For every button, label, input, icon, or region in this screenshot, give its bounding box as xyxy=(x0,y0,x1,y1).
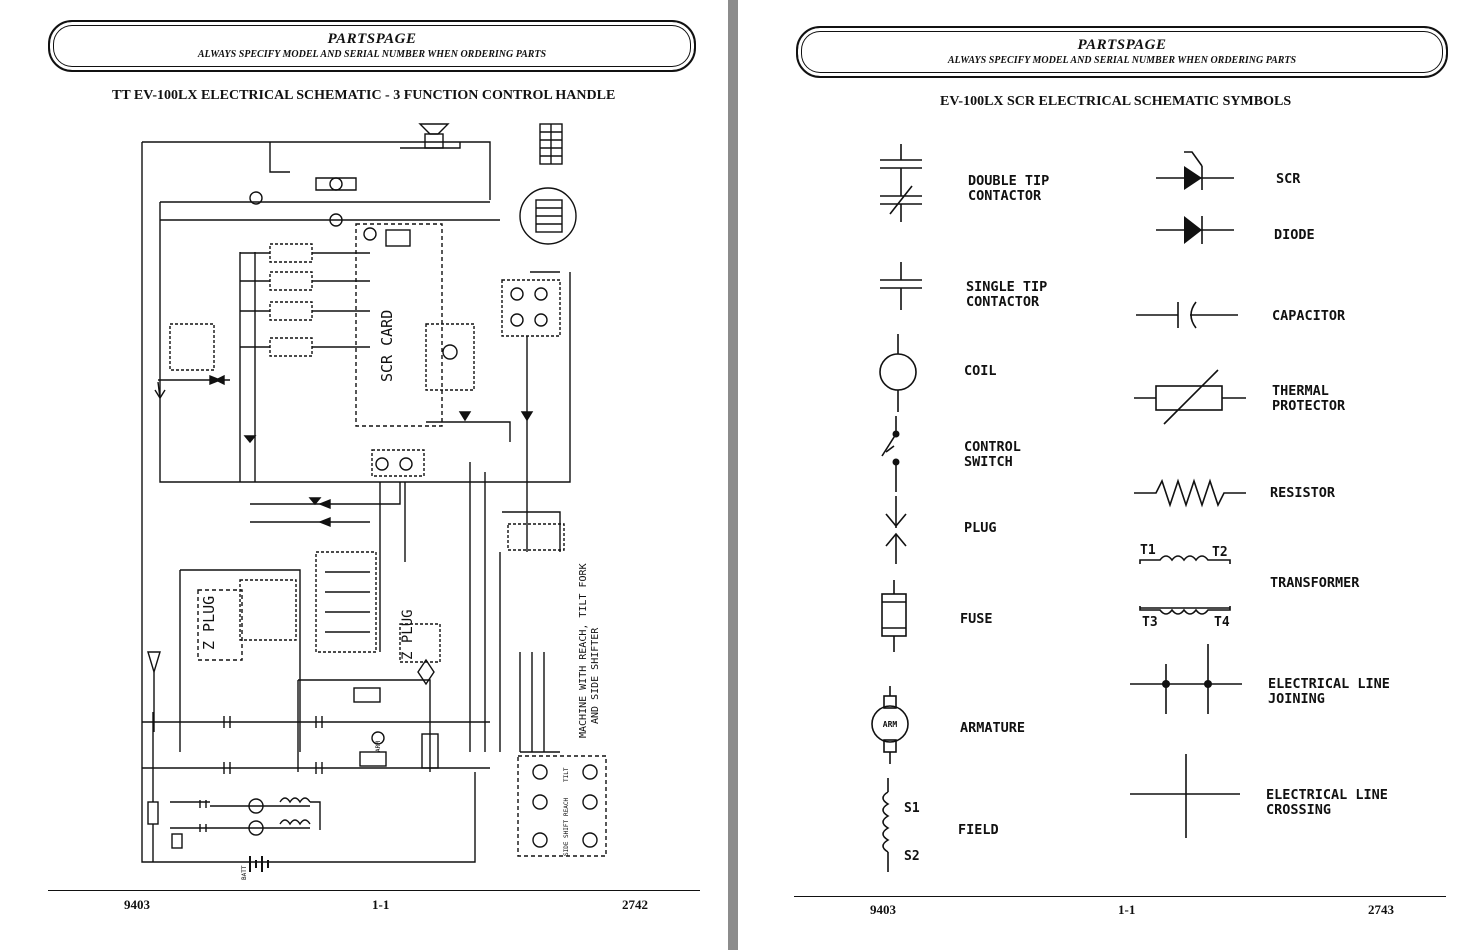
right-page: PARTSPAGE ALWAYS SPECIFY MODEL AND SERIA… xyxy=(738,0,1472,950)
coil-icon xyxy=(879,334,917,412)
side-shift-label: SIDE SHIFT xyxy=(563,819,570,856)
footer-left: 9403 xyxy=(124,897,150,912)
footer-left: 9403 xyxy=(870,902,896,917)
header-title: PARTSPAGE xyxy=(1077,37,1167,53)
electrical-line-crossing-icon xyxy=(1130,754,1240,838)
footer-rule xyxy=(48,890,700,891)
transformer-icon: T1 T2 T3 T4 xyxy=(1139,543,1231,630)
resistor-label: RESISTOR xyxy=(1270,485,1336,501)
field-s1-label: S1 xyxy=(904,801,920,816)
z-plug-left-label: Z PLUG xyxy=(200,596,218,650)
scr-label: SCR xyxy=(1276,171,1301,187)
reach-label: REACH xyxy=(563,798,570,816)
page-heading: EV-100LX SCR ELECTRICAL SCHEMATIC SYMBOL… xyxy=(940,94,1292,109)
fuse-label: FUSE xyxy=(960,611,993,627)
capacitor-icon xyxy=(1136,301,1238,329)
capacitor-label: CAPACITOR xyxy=(1272,308,1346,324)
coil-label: COIL xyxy=(964,363,997,379)
double-tip-contactor-label: DOUBLE TIP CONTACTOR xyxy=(968,173,1050,204)
parts-header-left: PARTSPAGE ALWAYS SPECIFY MODEL AND SERIA… xyxy=(48,20,696,72)
footer-right: 2743 xyxy=(1368,902,1394,917)
machine-note-line2: AND SIDE SHIFTER xyxy=(590,627,601,724)
field-label: FIELD xyxy=(958,822,999,838)
single-tip-contactor-icon xyxy=(880,262,922,310)
footer-center: 1-1 xyxy=(1118,902,1136,917)
diode-icon xyxy=(1156,216,1234,244)
machine-note-line1: MACHINE WITH REACH, TILT FORK xyxy=(578,563,589,738)
control-switch-icon xyxy=(881,416,900,492)
fuse-icon xyxy=(881,580,907,652)
plug-label: PLUG xyxy=(964,520,997,536)
left-page: PARTSPAGE ALWAYS SPECIFY MODEL AND SERIA… xyxy=(0,0,728,950)
transformer-t4-label: T4 xyxy=(1214,615,1230,630)
transformer-t3-label: T3 xyxy=(1142,615,1158,630)
control-switch-label: CONTROL SWITCH xyxy=(964,439,1021,470)
field-s2-label: S2 xyxy=(904,849,920,864)
diode-label: DIODE xyxy=(1274,227,1315,243)
arm-label: ARM xyxy=(375,741,382,752)
transformer-t1-label: T1 xyxy=(1140,543,1156,558)
footer-rule xyxy=(794,896,1446,897)
electrical-line-crossing-label: ELECTRICAL LINE CROSSING xyxy=(1266,787,1388,818)
footer-right: 2742 xyxy=(622,897,648,912)
tilt-label: TILT xyxy=(563,767,570,782)
scr-card-label: SCR CARD xyxy=(378,310,396,382)
field-icon: S1 S2 xyxy=(882,778,920,872)
transformer-t2-label: T2 xyxy=(1212,545,1228,560)
parts-header-right: PARTSPAGE ALWAYS SPECIFY MODEL AND SERIA… xyxy=(796,26,1448,78)
plug-icon xyxy=(885,496,907,564)
electrical-line-joining-icon xyxy=(1130,644,1242,714)
batt-label: BATT xyxy=(241,865,248,880)
footer-center: 1-1 xyxy=(372,897,390,912)
armature-icon: ARM xyxy=(871,686,909,764)
scr-icon xyxy=(1156,151,1234,190)
header-title: PARTSPAGE xyxy=(327,31,417,47)
electrical-schematic: SCR CARD Z PLUG Z PLUG MACHINE WITH REAC… xyxy=(141,123,607,880)
z-plug-right-label: Z PLUG xyxy=(400,609,416,660)
armature-inner-label: ARM xyxy=(883,720,898,729)
armature-label: ARMATURE xyxy=(960,720,1026,736)
electrical-line-joining-label: ELECTRICAL LINE JOINING xyxy=(1268,676,1390,707)
page-heading: TT EV-100LX ELECTRICAL SCHEMATIC - 3 FUN… xyxy=(112,88,616,103)
page-gutter xyxy=(728,0,738,950)
header-subtitle: ALWAYS SPECIFY MODEL AND SERIAL NUMBER W… xyxy=(947,55,1297,66)
thermal-protector-icon xyxy=(1134,369,1246,425)
transformer-label: TRANSFORMER xyxy=(1270,575,1360,591)
thermal-protector-label: THERMAL PROTECTOR xyxy=(1272,383,1346,414)
header-subtitle: ALWAYS SPECIFY MODEL AND SERIAL NUMBER W… xyxy=(197,49,547,60)
single-tip-contactor-label: SINGLE TIP CONTACTOR xyxy=(966,279,1048,310)
resistor-icon xyxy=(1134,478,1246,508)
double-tip-contactor-icon xyxy=(880,144,922,222)
